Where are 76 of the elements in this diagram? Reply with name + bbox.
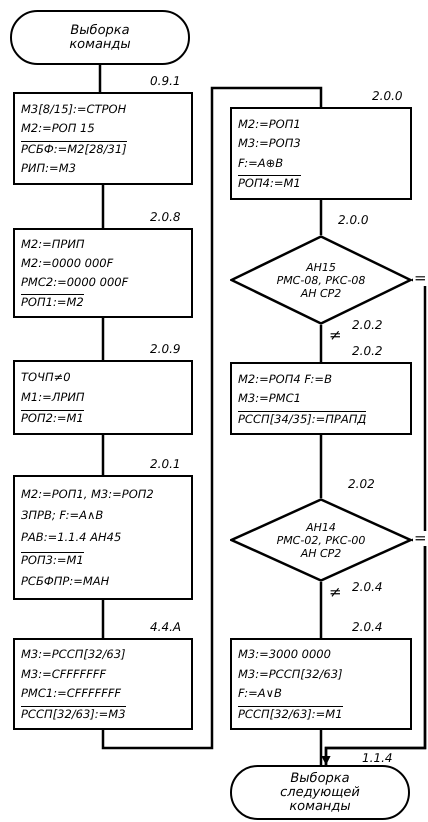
statement-text: F:=A∨B bbox=[238, 686, 282, 700]
statement-text: М3:=РОП3 bbox=[238, 136, 301, 150]
statement-text: РССП[32/63]:=М1 bbox=[238, 706, 343, 721]
statement-text: М2:=РОП1, М3:=РОП2 bbox=[21, 486, 154, 501]
statement-text: РМС1:=CFFFFFFF bbox=[21, 686, 122, 700]
connector-line bbox=[320, 325, 322, 362]
statement-text: М1:=ЛРИП bbox=[21, 390, 85, 404]
condition-text: АН СР2 bbox=[300, 286, 342, 300]
connector-line bbox=[320, 582, 322, 638]
condition-text: АН15 bbox=[306, 260, 336, 274]
statement-text: РИП:=М3 bbox=[21, 161, 76, 176]
condition-text: РМС-02, РКС-00 bbox=[276, 534, 366, 546]
connector-line bbox=[98, 65, 102, 92]
process-box bbox=[13, 92, 193, 185]
statement-text: РСБФПР:=МАН bbox=[21, 574, 110, 588]
process-box bbox=[230, 638, 412, 730]
edge-label: = bbox=[413, 531, 428, 546]
step-number: 2.0.2 bbox=[352, 318, 383, 332]
process-box bbox=[13, 475, 193, 600]
condition-text: РМС-08, РКС-08 bbox=[276, 274, 366, 286]
statement-text: ТОЧП≠0 bbox=[21, 370, 71, 384]
condition-text: АН14 bbox=[306, 520, 336, 534]
statement-text: РСБФ:=М2[28/31] bbox=[21, 140, 127, 156]
connector-line bbox=[320, 435, 322, 498]
connector-line bbox=[102, 600, 104, 638]
statement-text: РАВ:=1.1.4 АН45 bbox=[21, 530, 122, 544]
statement-text: РОП4:=М1 bbox=[238, 175, 301, 190]
statement-text: М2:=РОП1 bbox=[238, 116, 301, 131]
process-box bbox=[230, 362, 412, 435]
statement-text: РССП[34/35]:=ПРАПД bbox=[238, 410, 366, 426]
process-box bbox=[230, 107, 412, 200]
statement-text: М3:=РМС1 bbox=[238, 391, 301, 405]
statement-text: РОП1:=М2 bbox=[21, 294, 84, 309]
connector-line bbox=[320, 200, 322, 235]
step-number: 2.02 bbox=[348, 477, 375, 491]
process-box bbox=[13, 228, 193, 318]
statement-text: М2:=РОП4 F:=B bbox=[238, 372, 332, 386]
statement-text: М3:=CFFFFFFF bbox=[21, 666, 106, 681]
statement-text: РССП[32/63]:=М3 bbox=[21, 706, 126, 721]
statement-text: М3:=3000 0000 bbox=[238, 647, 331, 662]
condition-text: АН СР2 bbox=[300, 546, 342, 560]
step-number: 1.1.4 bbox=[362, 751, 393, 765]
statement-text: РМС2:=0000 000F bbox=[21, 275, 128, 289]
statement-text: РОП3:=М1 bbox=[21, 552, 84, 567]
step-number: 2.0.8 bbox=[150, 210, 181, 224]
statement-text: М3[8/15]:=СТРОН bbox=[21, 102, 126, 116]
step-number: 0.9.1 bbox=[150, 74, 181, 88]
terminal-label: Выборка следующей команды bbox=[279, 772, 361, 814]
connector-line bbox=[102, 185, 104, 228]
terminal-label: Выборка команды bbox=[68, 24, 132, 52]
edge-label: ≠ bbox=[328, 328, 343, 343]
step-number: 2.0.0 bbox=[372, 89, 403, 103]
step-number: 2.0.0 bbox=[338, 213, 369, 227]
connector-line bbox=[320, 730, 322, 765]
statement-text: М2:=ПРИП bbox=[21, 237, 85, 251]
statement-text: М2:=РОП 15 bbox=[21, 121, 95, 136]
process-box bbox=[13, 638, 193, 730]
step-number: 2.0.9 bbox=[150, 342, 181, 356]
connector-line bbox=[102, 86, 322, 750]
arrow bbox=[322, 538, 426, 765]
decision-diamond bbox=[230, 498, 412, 582]
process-box bbox=[13, 360, 193, 435]
step-number: 2.0.4 bbox=[352, 580, 383, 594]
statement-text: F:=A⊕B bbox=[238, 156, 284, 170]
edge-label: ≠ bbox=[328, 585, 343, 600]
step-number: 2.0.2 bbox=[352, 344, 383, 358]
step-number: 2.0.1 bbox=[150, 457, 181, 471]
statement-text: М3:=РССП[32/63] bbox=[238, 666, 343, 681]
statement-text: М2:=0000 000F bbox=[21, 256, 114, 270]
connector-line bbox=[102, 435, 104, 475]
statement-text: ЗПРВ; F:=A∧B bbox=[21, 508, 104, 522]
step-number: 2.0.4 bbox=[352, 620, 383, 634]
statement-text: РОП2:=М1 bbox=[21, 410, 84, 425]
step-number: 4.4.A bbox=[150, 620, 182, 634]
statement-text: М3:=РССП[32/63] bbox=[21, 647, 126, 662]
connector-line bbox=[102, 318, 104, 360]
